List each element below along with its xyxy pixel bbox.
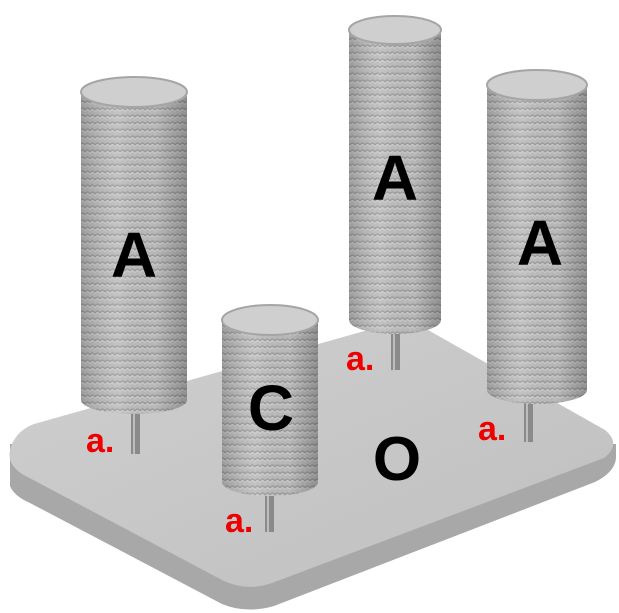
- pin-label-back-center: a.: [346, 340, 374, 378]
- cylinder-back-center: [348, 15, 442, 334]
- cylinder-back-center-label: A: [372, 142, 418, 214]
- cylinder-front-center: [221, 304, 319, 496]
- pin-front-left: [131, 410, 140, 454]
- pin-right: [524, 398, 533, 442]
- pin-label-front-center: a.: [225, 502, 253, 540]
- cylinder-left-label: A: [111, 219, 157, 291]
- cylinder-front-center-label: C: [248, 372, 294, 444]
- cylinder-right: [486, 69, 588, 404]
- pin-label-front-left: a.: [86, 422, 114, 460]
- base-plate-label: O: [373, 425, 421, 494]
- pin-front-center: [265, 492, 274, 532]
- pin-label-right: a.: [478, 410, 506, 448]
- pin-back-center: [391, 330, 400, 370]
- cylinder-left: [80, 76, 188, 414]
- cylinder-right-label: A: [517, 207, 563, 279]
